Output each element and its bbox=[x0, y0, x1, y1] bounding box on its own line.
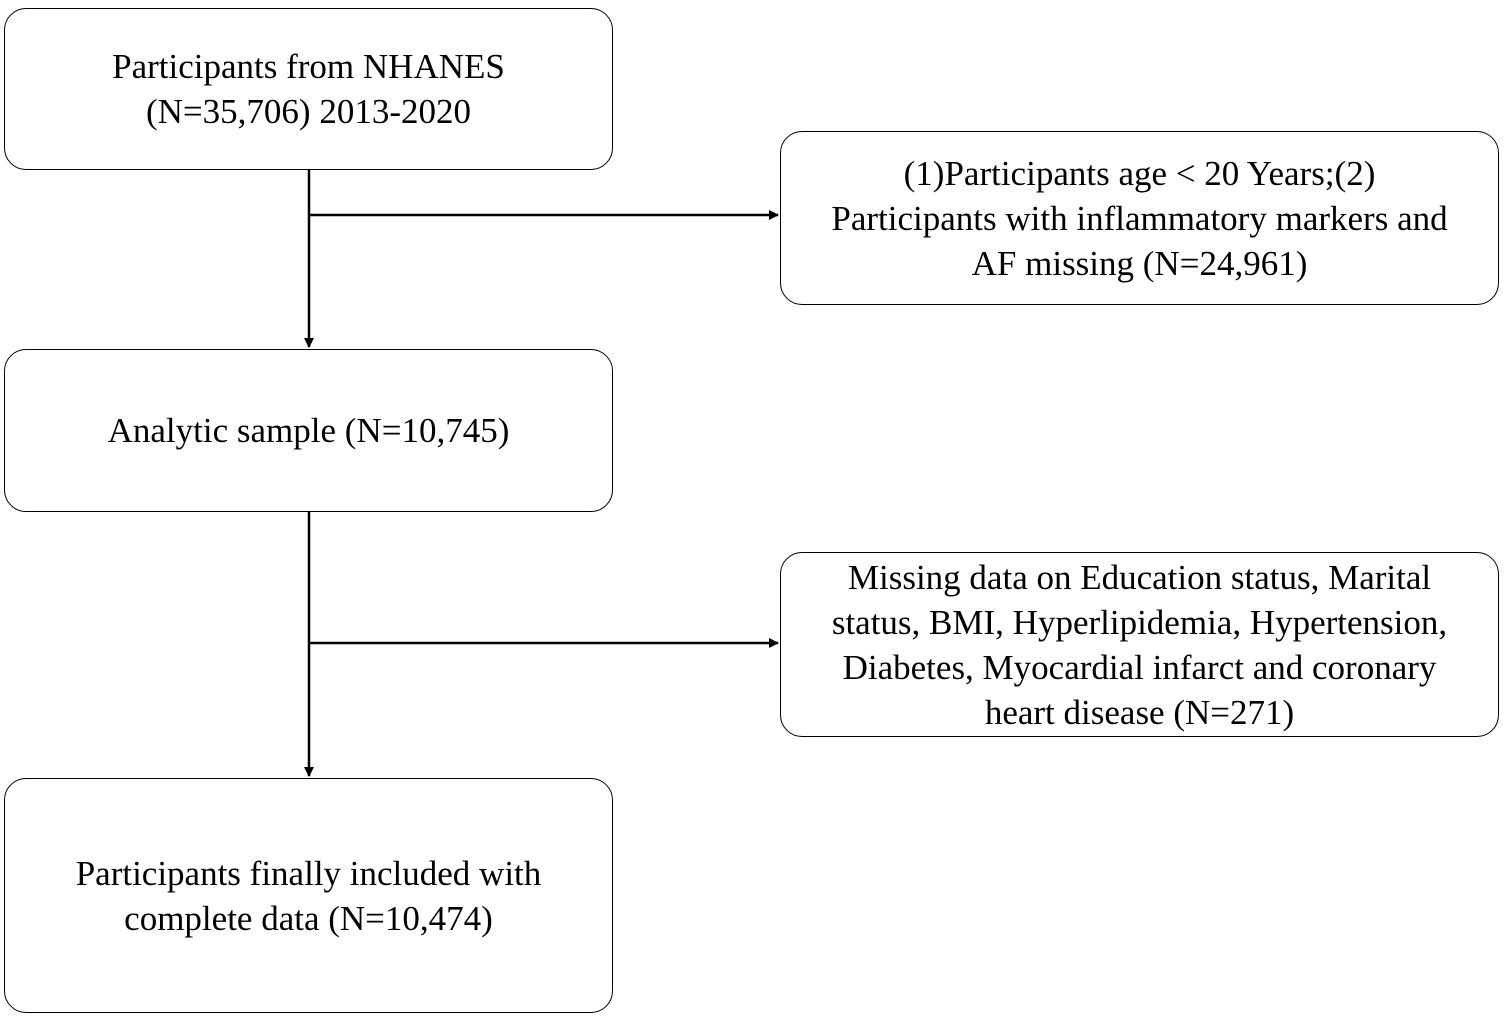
box-exclusion2-line1: Missing data on Education status, Marita… bbox=[847, 557, 1432, 597]
box-exclusion1-line3: AF missing (N=24,961) bbox=[971, 243, 1308, 283]
box-exclusion-age-missing: (1)Participants age < 20 Years;(2) Parti… bbox=[780, 131, 1499, 305]
box-final-line1: Participants finally included with bbox=[75, 853, 542, 893]
box-exclusion2-line2: status, BMI, Hyperlipidemia, Hypertensio… bbox=[831, 602, 1448, 642]
box-exclusion2-line3: Diabetes, Myocardial infarct and coronar… bbox=[842, 647, 1437, 687]
box-nhanes-line2: (N=35,706) 2013-2020 bbox=[146, 92, 471, 131]
box-nhanes-participants: Participants from NHANES (N=35,706) 2013… bbox=[4, 8, 613, 170]
box-analytic-sample: Analytic sample (N=10,745) bbox=[4, 349, 613, 512]
box-exclusion1-line1: (1)Participants age < 20 Years;(2) bbox=[903, 153, 1376, 193]
box-exclusion-missing-covariates: Missing data on Education status, Marita… bbox=[780, 552, 1499, 737]
box-analytic-line1: Analytic sample (N=10,745) bbox=[107, 411, 510, 450]
box-final-line2: complete data (N=10,474) bbox=[124, 898, 493, 938]
box-exclusion1-line2: Participants with inflammatory markers a… bbox=[831, 198, 1448, 238]
box-final-included: Participants finally included with compl… bbox=[4, 778, 613, 1013]
box-nhanes-line1: Participants from NHANES bbox=[112, 47, 505, 86]
box-exclusion2-line4: heart disease (N=271) bbox=[984, 692, 1295, 732]
